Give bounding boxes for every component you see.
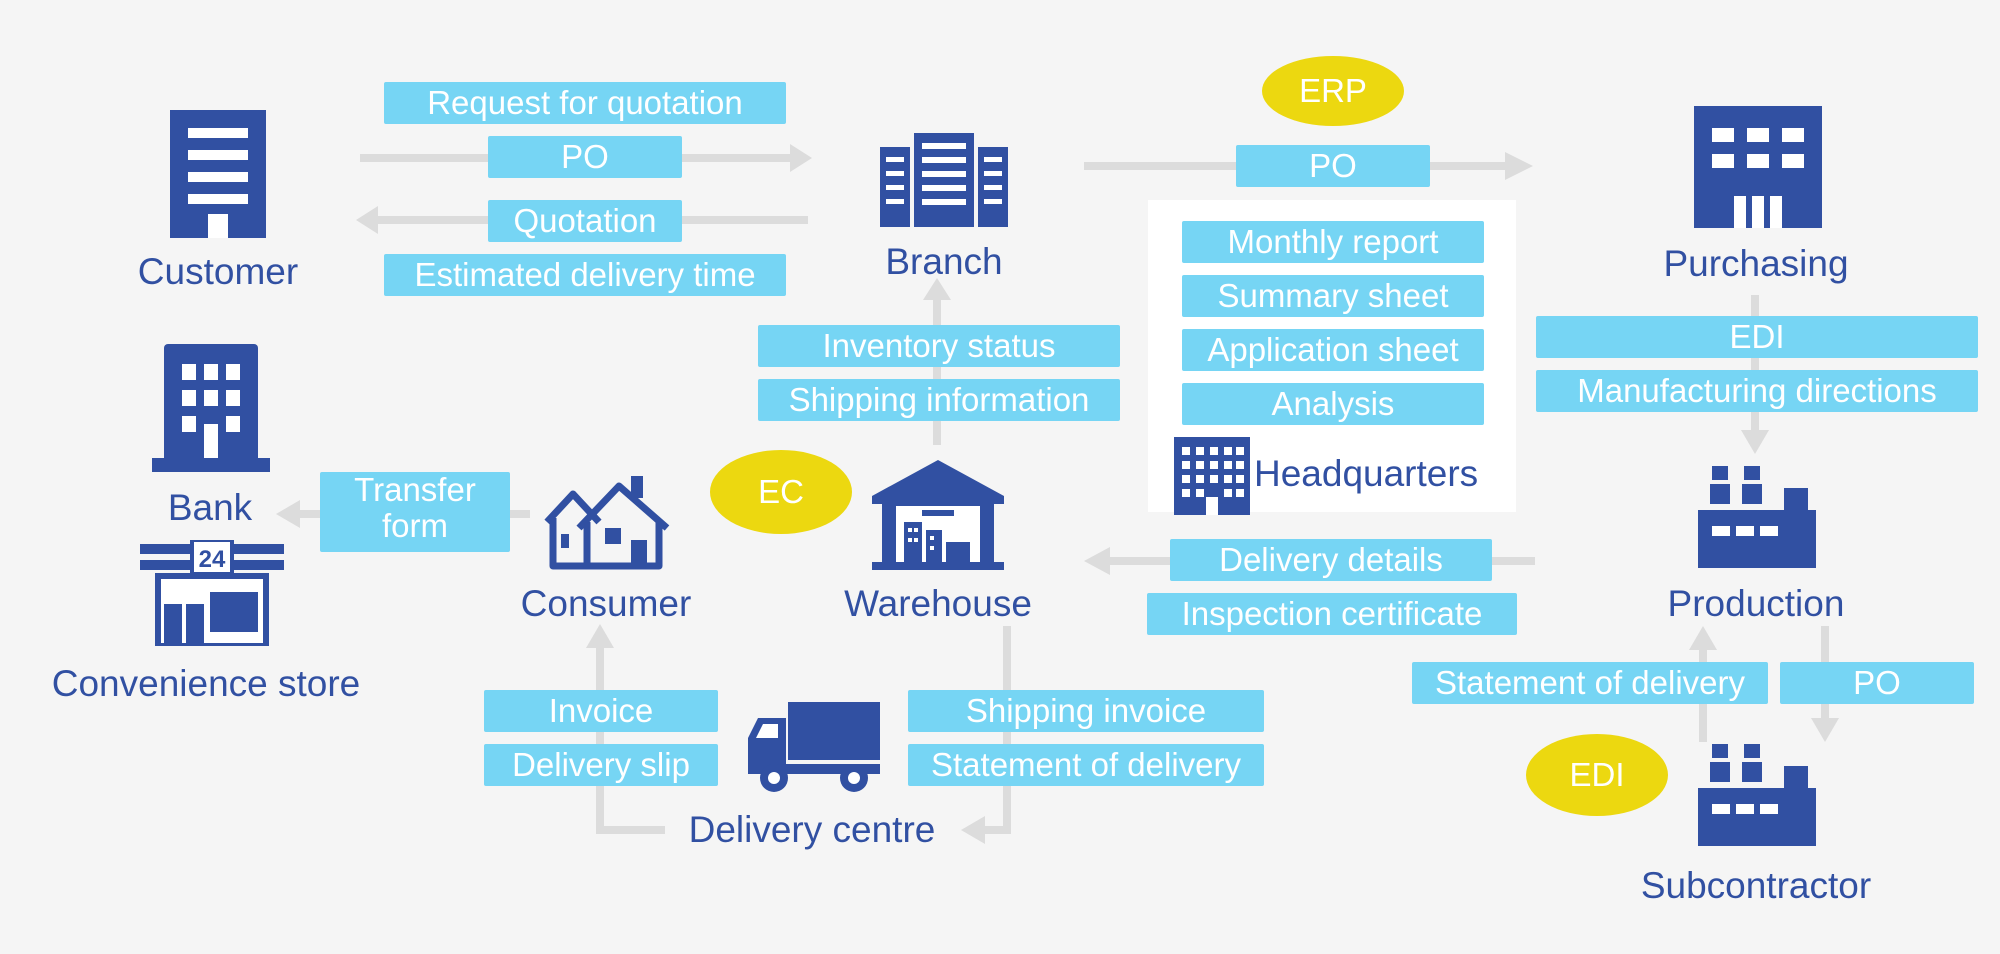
houses-icon bbox=[544, 476, 670, 570]
label-shipping-information: Shipping information bbox=[758, 379, 1120, 421]
node-consumer: Consumer bbox=[520, 583, 692, 624]
node-purchasing: Purchasing bbox=[1663, 243, 1849, 284]
label-edi: EDI bbox=[1536, 316, 1978, 358]
svg-text:24: 24 bbox=[199, 546, 226, 573]
arrow-delivery-to-consumer bbox=[596, 648, 665, 834]
label-statement-of-delivery-dc: Statement of delivery bbox=[908, 744, 1264, 786]
label-shipping-invoice: Shipping invoice bbox=[908, 690, 1264, 732]
label-analysis: Analysis bbox=[1182, 383, 1484, 425]
purchasing-building-icon bbox=[1694, 106, 1822, 228]
bank-building-icon bbox=[152, 344, 270, 472]
label-invoice: Invoice bbox=[484, 690, 718, 732]
node-customer: Customer bbox=[137, 251, 299, 292]
label-inspection-certificate: Inspection certificate bbox=[1147, 593, 1517, 635]
headquarters-building-icon bbox=[1174, 437, 1250, 515]
edi-bubble: EDI bbox=[1526, 734, 1668, 816]
node-production: Production bbox=[1667, 583, 1845, 624]
node-convenience-store: Convenience store bbox=[51, 663, 361, 704]
ec-bubble: EC bbox=[710, 450, 852, 534]
label-statement-of-delivery-sub: Statement of delivery bbox=[1412, 662, 1768, 704]
label-po-subcontractor: PO bbox=[1780, 662, 1974, 704]
label-transfer-form-line1: Transfer bbox=[354, 471, 476, 508]
label-quotation: Quotation bbox=[488, 200, 682, 242]
node-subcontractor: Subcontractor bbox=[1640, 865, 1872, 906]
label-estimated-delivery-time: Estimated delivery time bbox=[384, 254, 786, 296]
node-warehouse: Warehouse bbox=[844, 583, 1032, 624]
label-delivery-slip: Delivery slip bbox=[484, 744, 718, 786]
truck-icon bbox=[748, 702, 880, 792]
label-summary-sheet: Summary sheet bbox=[1182, 275, 1484, 317]
label-po-purchasing: PO bbox=[1236, 145, 1430, 187]
label-delivery-details: Delivery details bbox=[1170, 539, 1492, 581]
production-factory-icon bbox=[1698, 466, 1816, 568]
label-application-sheet: Application sheet bbox=[1182, 329, 1484, 371]
label-inventory-status: Inventory status bbox=[758, 325, 1120, 367]
node-bank: Bank bbox=[167, 487, 253, 528]
subcontractor-factory-icon bbox=[1698, 744, 1816, 846]
label-po-customer: PO bbox=[488, 136, 682, 178]
office-building-icon bbox=[170, 110, 266, 238]
label-request-for-quotation: Request for quotation bbox=[384, 82, 786, 124]
branch-building-icon bbox=[880, 133, 1008, 227]
warehouse-icon bbox=[872, 460, 1004, 570]
label-monthly-report: Monthly report bbox=[1182, 221, 1484, 263]
node-headquarters: Headquarters bbox=[1254, 453, 1479, 494]
convenience-store-icon: 24 bbox=[140, 540, 284, 646]
node-delivery-centre: Delivery centre bbox=[688, 809, 936, 850]
label-transfer-form: Transfer form bbox=[320, 472, 510, 552]
erp-bubble: ERP bbox=[1262, 56, 1404, 126]
node-branch: Branch bbox=[885, 241, 1003, 282]
label-transfer-form-line2: form bbox=[382, 507, 448, 544]
label-manufacturing-directions: Manufacturing directions bbox=[1536, 370, 1978, 412]
